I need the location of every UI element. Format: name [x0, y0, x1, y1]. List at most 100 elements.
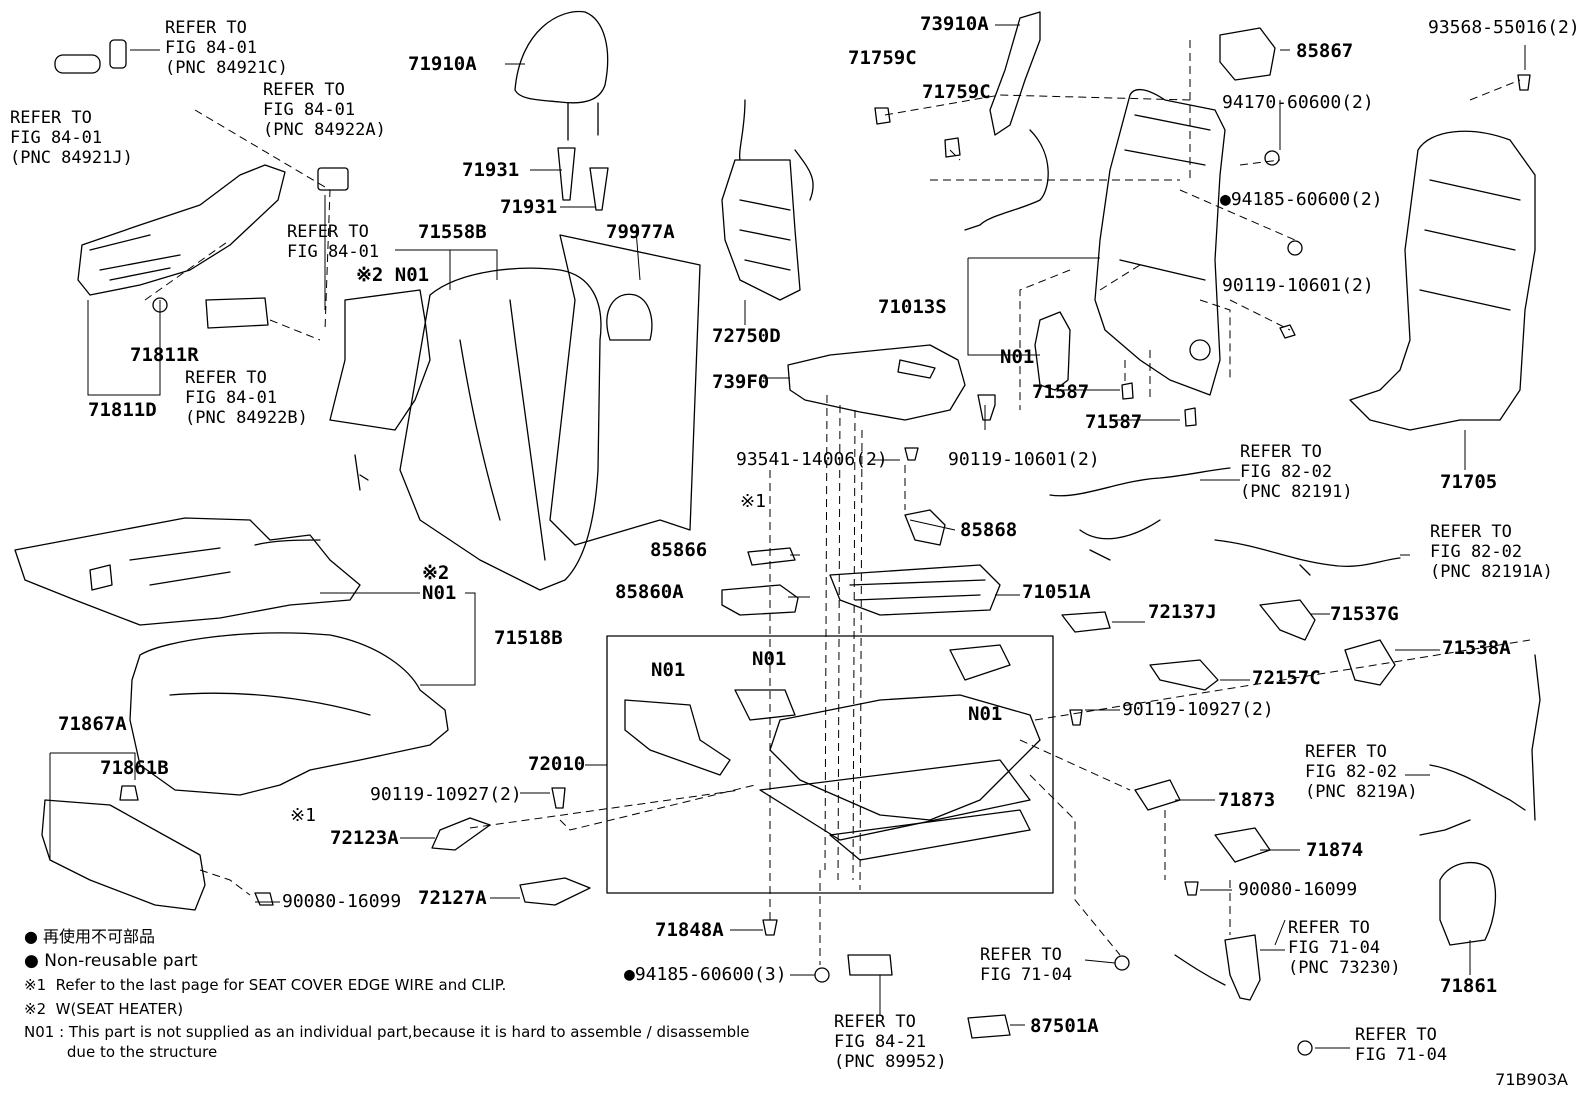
board-cutout: [606, 293, 653, 341]
refer-71-04-b[interactable]: REFER TO FIG 71-04: [1355, 1025, 1448, 1065]
bracket-72137J: [1061, 611, 1111, 633]
side-trim-73910A: [964, 11, 1049, 231]
part-71537G: 71537G: [1330, 603, 1399, 625]
cover-71861: [1439, 861, 1497, 946]
legend-notes: ● 再使用不可部品 ● Non-reusable part ※1 Refer t…: [24, 925, 750, 1061]
bolt-90119-10927: [1069, 709, 1083, 726]
bolt-93541: [904, 447, 919, 461]
part-94170-60600: 94170-60600(2): [1222, 92, 1374, 113]
n01-slide-motor: N01: [651, 659, 686, 681]
part-85868: 85868: [960, 519, 1018, 541]
part-94185-60600-2: ●94185-60600(2): [1220, 189, 1383, 210]
part-72123A: 72123A: [330, 827, 399, 849]
part-90080-16099-b: 90080-16099: [1238, 879, 1358, 900]
part-71811R: 71811R: [130, 344, 199, 366]
part-72127A: 72127A: [418, 887, 487, 909]
part-85860A: 85860A: [615, 581, 684, 603]
part-71759C-a: 71759C: [848, 47, 917, 69]
refer-84-01[interactable]: REFER TO FIG 84-01: [287, 222, 380, 262]
n01-lifter-motor: N01: [752, 648, 787, 670]
part-71587-b: 71587: [1085, 411, 1143, 433]
refer-71-04-pnc-73230[interactable]: REFER TO FIG 71-04 (PNC 73230): [1288, 918, 1401, 978]
part-71861: 71861: [1440, 975, 1498, 997]
part-90119-10927-a: 90119-10927(2): [1122, 699, 1274, 720]
recliner-motor-part: [1034, 311, 1071, 391]
seatback-heater-pad: [329, 289, 431, 431]
wire-harness-82191: [1049, 467, 1231, 561]
spring-mat-part: [829, 564, 1001, 616]
refer-84-01-pnc-84922b[interactable]: REFER TO FIG 84-01 (PNC 84922B): [185, 368, 308, 428]
part-72010: 72010: [528, 753, 586, 775]
refer-84-01-pnc-84922a[interactable]: REFER TO FIG 84-01 (PNC 84922A): [263, 80, 386, 140]
bracket-85868: [904, 509, 946, 546]
headrest-part: [514, 10, 609, 141]
part-85867: 85867: [1296, 40, 1354, 62]
part-71587-a: 71587: [1032, 381, 1090, 403]
bolt-90119: [977, 394, 996, 421]
part-71861B: 71861B: [100, 757, 169, 779]
figure-id: 71B903A: [1495, 1070, 1568, 1089]
part-71051A: 71051A: [1022, 581, 1091, 603]
refer-84-01-pnc-84921j[interactable]: REFER TO FIG 84-01 (PNC 84921J): [10, 108, 133, 168]
bolt-93568: [1517, 74, 1531, 91]
assembly-dashed-lines: [144, 40, 1531, 965]
part-71848A: 71848A: [655, 919, 724, 941]
heater-wire: [354, 454, 369, 491]
part-72137J: 72137J: [1148, 601, 1217, 623]
side-shield-part: [77, 164, 286, 296]
seatback-frame-part: [1094, 88, 1226, 396]
module-85867: [1219, 27, 1276, 81]
note-non-reusable-jp: ● 再使用不可部品: [24, 927, 156, 946]
part-71518B: 71518B: [494, 627, 563, 649]
cushion-heater-pad: [14, 517, 361, 626]
part-79977A: 79977A: [606, 221, 675, 243]
wire-harness-8219A: [1419, 654, 1541, 836]
cover-72127A: [519, 877, 591, 906]
refer-82-02-pnc-8219a[interactable]: REFER TO FIG 82-02 (PNC 8219A): [1305, 742, 1418, 802]
bracket-71874: [1214, 827, 1271, 863]
part-71558B: 71558B: [418, 221, 487, 243]
clip-71861B: [119, 785, 139, 801]
clip-71759C: [874, 107, 891, 125]
part-93541-14006: 93541-14006(2): [736, 449, 888, 470]
leader-lines: [49, 24, 1526, 1049]
refer-82-02-pnc-82191[interactable]: REFER TO FIG 82-02 (PNC 82191): [1240, 442, 1353, 502]
cover-71538A: [1344, 639, 1396, 686]
spring-mat-wires: [849, 579, 986, 601]
part-71867A: 71867A: [58, 713, 127, 735]
ecu-87501A: [967, 1014, 1011, 1039]
part-94185-60600-3: ●94185-60600(3): [624, 964, 787, 985]
n01-tilt-motor: N01: [968, 703, 1003, 725]
note-n01-cont: due to the structure: [24, 1043, 218, 1061]
part-90119-10601-b: 90119-10601(2): [948, 449, 1100, 470]
note-x1-a: ※1: [740, 491, 766, 512]
nut-94170: [1264, 150, 1280, 166]
module-85866: [747, 547, 796, 566]
part-739F0: 739F0: [712, 371, 770, 393]
note-x1-b: ※1: [290, 805, 316, 826]
wire-harness-82191A: [1214, 539, 1401, 576]
cover-72157C: [1149, 659, 1219, 691]
n01-seatback-heater: ※2 N01: [356, 264, 430, 286]
front-cover-part: [41, 799, 206, 911]
bracket-71873: [1134, 779, 1181, 811]
part-85866: 85866: [650, 539, 708, 561]
refer-84-01-pnc-84921c[interactable]: REFER TO FIG 84-01 (PNC 84921C): [165, 18, 288, 78]
bolt-90119-10927: [551, 787, 566, 809]
connector-89952: [847, 954, 893, 976]
switch-part: [205, 297, 269, 329]
note-non-reusable: ● Non-reusable part: [24, 951, 198, 971]
part-71811D: 71811D: [88, 399, 157, 421]
note-n01: N01 : This part is not supplied as an in…: [24, 1023, 750, 1041]
part-72750D: 72750D: [712, 325, 781, 347]
buckle-73230: [1174, 934, 1261, 1001]
refer-71-04-a[interactable]: REFER TO FIG 71-04: [980, 945, 1073, 985]
refer-82-02-pnc-82191a[interactable]: REFER TO FIG 82-02 (PNC 82191A): [1430, 522, 1553, 582]
refer-84-21-pnc-89952[interactable]: REFER TO FIG 84-21 (PNC 89952): [834, 1012, 947, 1072]
note-x1: ※1 Refer to the last page for SEAT COVER…: [24, 976, 507, 994]
bolt-90119: [1279, 324, 1296, 339]
cover-72123A: [431, 817, 491, 851]
part-71705: 71705: [1440, 471, 1498, 493]
part-71873: 71873: [1218, 789, 1276, 811]
part-90080-16099-a: 90080-16099: [282, 891, 402, 912]
